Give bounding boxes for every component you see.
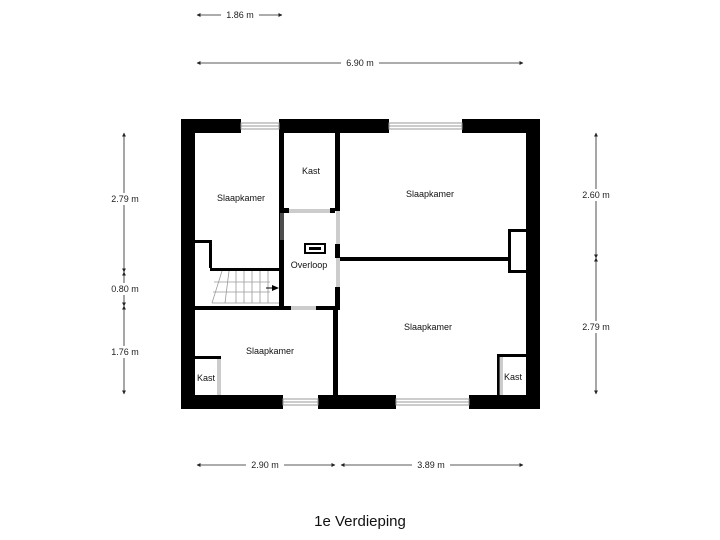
walls — [181, 119, 540, 409]
dim-top-total: 6.90 m — [346, 58, 374, 68]
room-label-kast-bottom-right: Kast — [504, 372, 523, 382]
floor-title: 1e Verdieping — [314, 513, 406, 530]
room-label-slaapkamer-top-left: Slaapkamer — [217, 193, 265, 203]
dim-top-small: 1.86 m — [226, 10, 254, 20]
room-label-kast-bottom-left: Kast — [197, 373, 216, 383]
room-label-overloop: Overloop — [291, 260, 328, 270]
stair-arrow-icon — [266, 285, 279, 291]
windows — [240, 122, 470, 406]
dim-bottom-left: 2.90 m — [251, 460, 279, 470]
room-label-slaapkamer-bottom-right: Slaapkamer — [404, 322, 452, 332]
dim-left-middle: 0.80 m — [111, 284, 139, 294]
dim-right-lower: 2.79 m — [582, 322, 610, 332]
attic-hatch-icon — [304, 243, 326, 254]
dim-right-upper: 2.60 m — [582, 190, 610, 200]
dim-left-lower: 1.76 m — [111, 347, 139, 357]
dim-bottom-right: 3.89 m — [417, 460, 445, 470]
room-label-slaapkamer-bottom-left: Slaapkamer — [246, 346, 294, 356]
room-label-slaapkamer-top-right: Slaapkamer — [406, 189, 454, 199]
staircase — [211, 270, 279, 304]
doors — [217, 209, 503, 395]
dim-left-upper: 2.79 m — [111, 194, 139, 204]
room-label-kast-top: Kast — [302, 166, 321, 176]
